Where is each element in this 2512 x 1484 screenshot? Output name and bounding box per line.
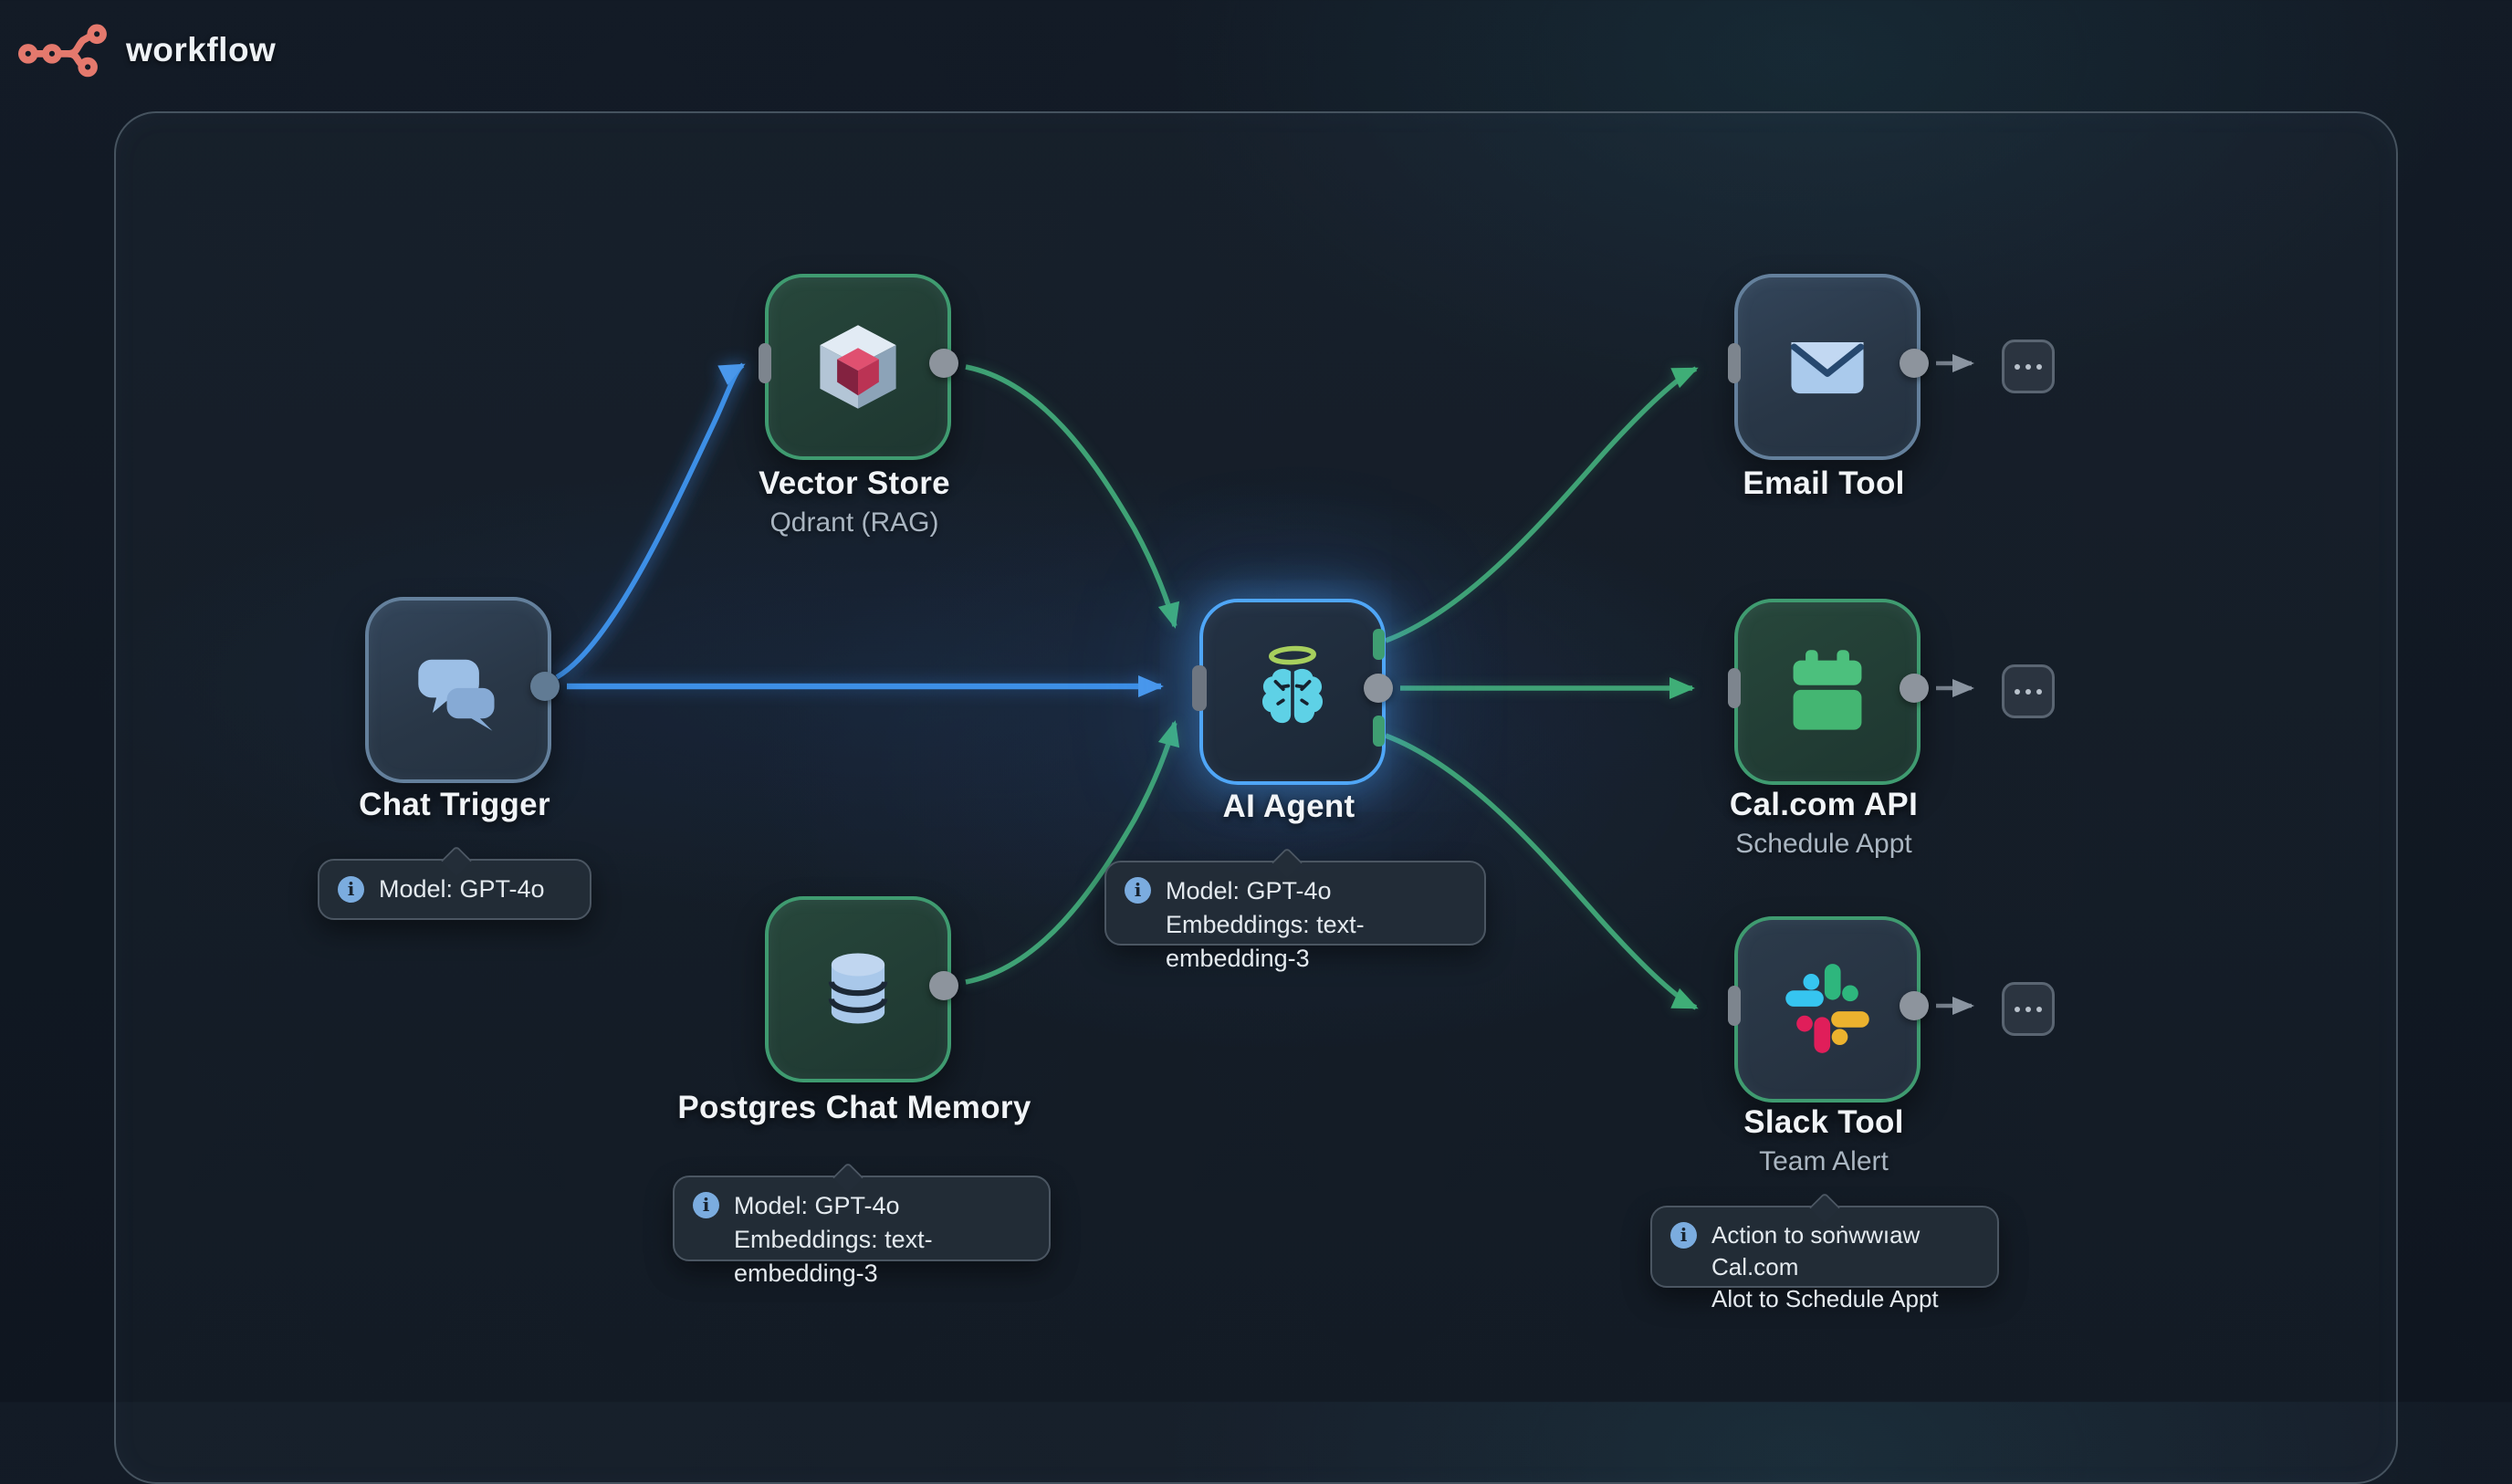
- node-subtitle-vector-store: Qdrant (RAG): [769, 507, 939, 538]
- output-port-chat-trigger[interactable]: [530, 672, 560, 701]
- edge-chat-to-vector: [555, 362, 746, 680]
- ellipsis-icon: [2036, 688, 2042, 695]
- input-port-slack-tool[interactable]: [1728, 986, 1741, 1026]
- edges-green: [965, 364, 1699, 1010]
- ellipsis-icon: [2015, 363, 2020, 370]
- edges-gray: [1936, 354, 1974, 1015]
- tool-port-ai-agent-bottom[interactable]: [1373, 716, 1385, 747]
- tooltip-line: Action to soṅwwıaw Cal.com: [1711, 1221, 1921, 1280]
- edges-blue: [555, 362, 1164, 697]
- node-slack-tool[interactable]: [1734, 916, 1921, 1103]
- node-vector-store[interactable]: [765, 274, 951, 460]
- input-port-vector-store[interactable]: [759, 343, 771, 383]
- output-port-slack-tool[interactable]: [1900, 991, 1929, 1020]
- node-title-ai-agent: AI Agent: [1222, 789, 1355, 824]
- edges-layer: [552, 354, 1974, 1015]
- tooltip-postgres-memory: i Model: GPT-4o Embeddings: text-embeddi…: [673, 1162, 1051, 1287]
- ellipsis-icon: [2036, 363, 2042, 370]
- calendar-icon: [1793, 650, 1862, 730]
- node-title-slack-tool: Slack Tool: [1743, 1104, 1904, 1140]
- edge-ai-to-email: [1385, 366, 1699, 643]
- tooltip-slack-tool: i Action to soṅwwıaw Cal.com Alot to Sch…: [1650, 1192, 1999, 1312]
- node-title-email-tool: Email Tool: [1743, 465, 1905, 501]
- node-postgres-chat-memory[interactable]: [765, 896, 951, 1082]
- tooltip-line: Embeddings: text-embedding-3: [734, 1226, 933, 1287]
- next-step-box-cal[interactable]: [2002, 664, 2055, 718]
- ellipsis-icon: [2015, 688, 2020, 695]
- info-icon: i: [693, 1192, 719, 1218]
- input-port-ai-agent[interactable]: [1192, 665, 1207, 711]
- node-title-cal-api: Cal.com API: [1729, 787, 1919, 822]
- app-header: workflow: [18, 20, 276, 80]
- node-subtitle-cal-api: Schedule Appt: [1735, 829, 1912, 859]
- input-port-cal-api[interactable]: [1728, 668, 1741, 708]
- edge-vector-to-ai: [965, 364, 1180, 629]
- output-port-vector-store[interactable]: [929, 349, 958, 378]
- tooltip-ai-agent: i Model: GPT-4o Embeddings: text-embeddi…: [1104, 847, 1486, 972]
- input-port-email-tool[interactable]: [1728, 343, 1741, 383]
- tool-port-ai-agent-top[interactable]: [1373, 629, 1385, 660]
- output-port-email-tool[interactable]: [1900, 349, 1929, 378]
- next-step-box-slack[interactable]: [2002, 982, 2055, 1036]
- tooltip-line: Embeddings: text-embedding-3: [1166, 911, 1365, 972]
- ellipsis-icon: [2025, 688, 2031, 695]
- envelope-icon: [1790, 341, 1865, 394]
- qdrant-cube-icon: [820, 325, 896, 409]
- ellipsis-icon: [2025, 363, 2031, 370]
- node-ai-agent[interactable]: [1199, 599, 1386, 785]
- info-icon: i: [1670, 1222, 1697, 1249]
- node-title-vector-store: Vector Store: [759, 465, 950, 501]
- node-cal-api[interactable]: [1734, 599, 1921, 785]
- info-icon: i: [1125, 877, 1151, 904]
- brain-halo-icon: [1261, 645, 1324, 724]
- tooltip-chat-trigger: i Model: GPT-4o: [318, 845, 591, 920]
- node-title-chat-trigger: Chat Trigger: [359, 787, 550, 822]
- node-subtitle-slack-tool: Team Alert: [1759, 1146, 1889, 1176]
- node-email-tool[interactable]: [1734, 274, 1921, 460]
- workflow-branch-logo-icon: [18, 24, 107, 78]
- node-title-postgres-chat-memory: Postgres Chat Memory: [677, 1090, 1031, 1125]
- ellipsis-icon: [2015, 1006, 2020, 1012]
- tooltip-line: Model: GPT-4o: [379, 875, 545, 903]
- edge-ai-to-slack: [1385, 733, 1699, 1010]
- ellipsis-icon: [2036, 1006, 2042, 1012]
- ellipsis-icon: [2025, 1006, 2031, 1012]
- next-step-box-email[interactable]: [2002, 340, 2055, 393]
- app-title: workflow: [126, 31, 277, 68]
- database-icon: [828, 953, 888, 1024]
- tooltip-line: Alot to Schedule Appt: [1711, 1285, 1939, 1312]
- tooltip-line: Model: GPT-4o: [734, 1192, 900, 1219]
- output-port-ai-agent[interactable]: [1364, 674, 1393, 703]
- slack-icon: [1785, 964, 1869, 1053]
- chat-bubbles-icon: [418, 659, 495, 731]
- tooltip-line: Model: GPT-4o: [1166, 877, 1332, 904]
- output-port-postgres-chat-memory[interactable]: [929, 971, 958, 1000]
- node-chat-trigger[interactable]: [365, 597, 551, 783]
- edge-postgres-to-ai: [965, 720, 1180, 985]
- info-icon: i: [338, 876, 364, 903]
- output-port-cal-api[interactable]: [1900, 674, 1929, 703]
